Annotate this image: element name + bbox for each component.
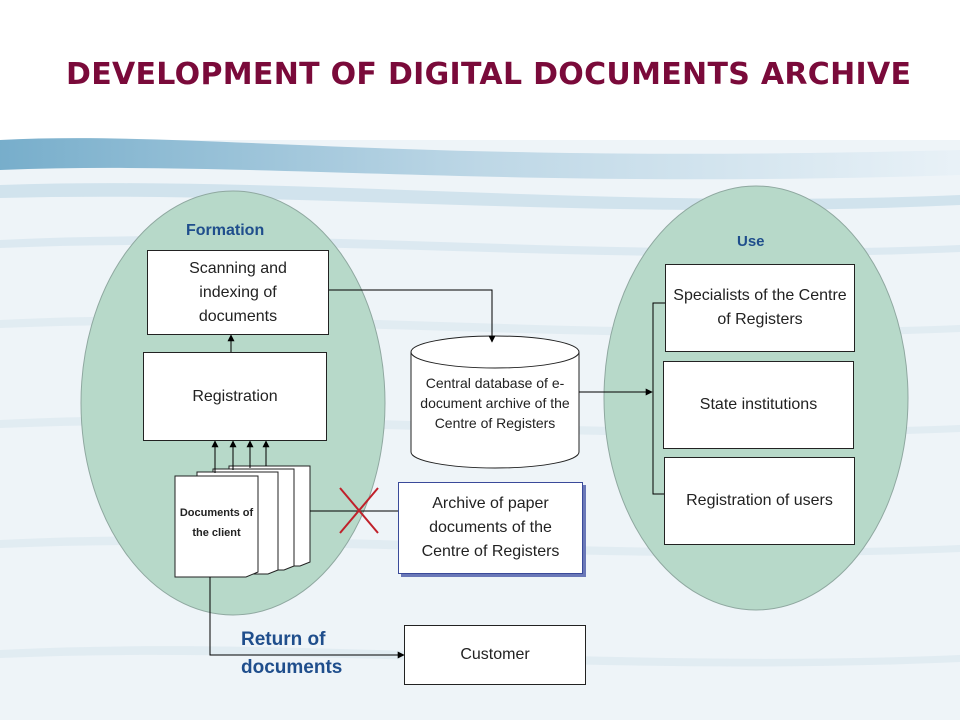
registration-box: Registration xyxy=(143,352,327,441)
registration-label: Registration xyxy=(192,387,278,405)
customer-box: Customer xyxy=(404,625,586,685)
document-stack xyxy=(174,465,311,578)
central-database-cylinder xyxy=(410,335,580,469)
blocked-cross xyxy=(339,487,379,534)
customer-label: Customer xyxy=(460,646,530,663)
specialists-label: Specialists of the Centre of Registers xyxy=(673,287,847,328)
scanning-indexing-label: Scanning and indexing of documents xyxy=(189,259,287,325)
state-institutions-label: State institutions xyxy=(699,396,818,413)
registration-users-label: Registration of users xyxy=(686,492,833,509)
return-of-documents-label: Return of documents xyxy=(241,629,343,678)
documents-of-client-label: Documents of the client xyxy=(179,507,254,539)
paper-archive-box: Archive of paper documents of the Centre… xyxy=(398,482,583,574)
registration-users-box: Registration of users xyxy=(664,457,855,545)
central-database-label: Central database of e-document archive o… xyxy=(420,375,570,431)
paper-archive-label: Archive of paper documents of the Centre… xyxy=(421,495,560,560)
page-title: DEVELOPMENT OF DIGITAL DOCUMENTS ARCHIVE xyxy=(66,57,912,92)
scanning-indexing-box: Scanning and indexing of documents xyxy=(147,250,329,335)
state-institutions-box: State institutions xyxy=(663,361,854,449)
connectors xyxy=(209,289,665,659)
section-label-formation: Formation xyxy=(186,222,265,239)
section-label-use: Use xyxy=(737,233,765,250)
specialists-box: Specialists of the Centre of Registers xyxy=(665,264,855,352)
